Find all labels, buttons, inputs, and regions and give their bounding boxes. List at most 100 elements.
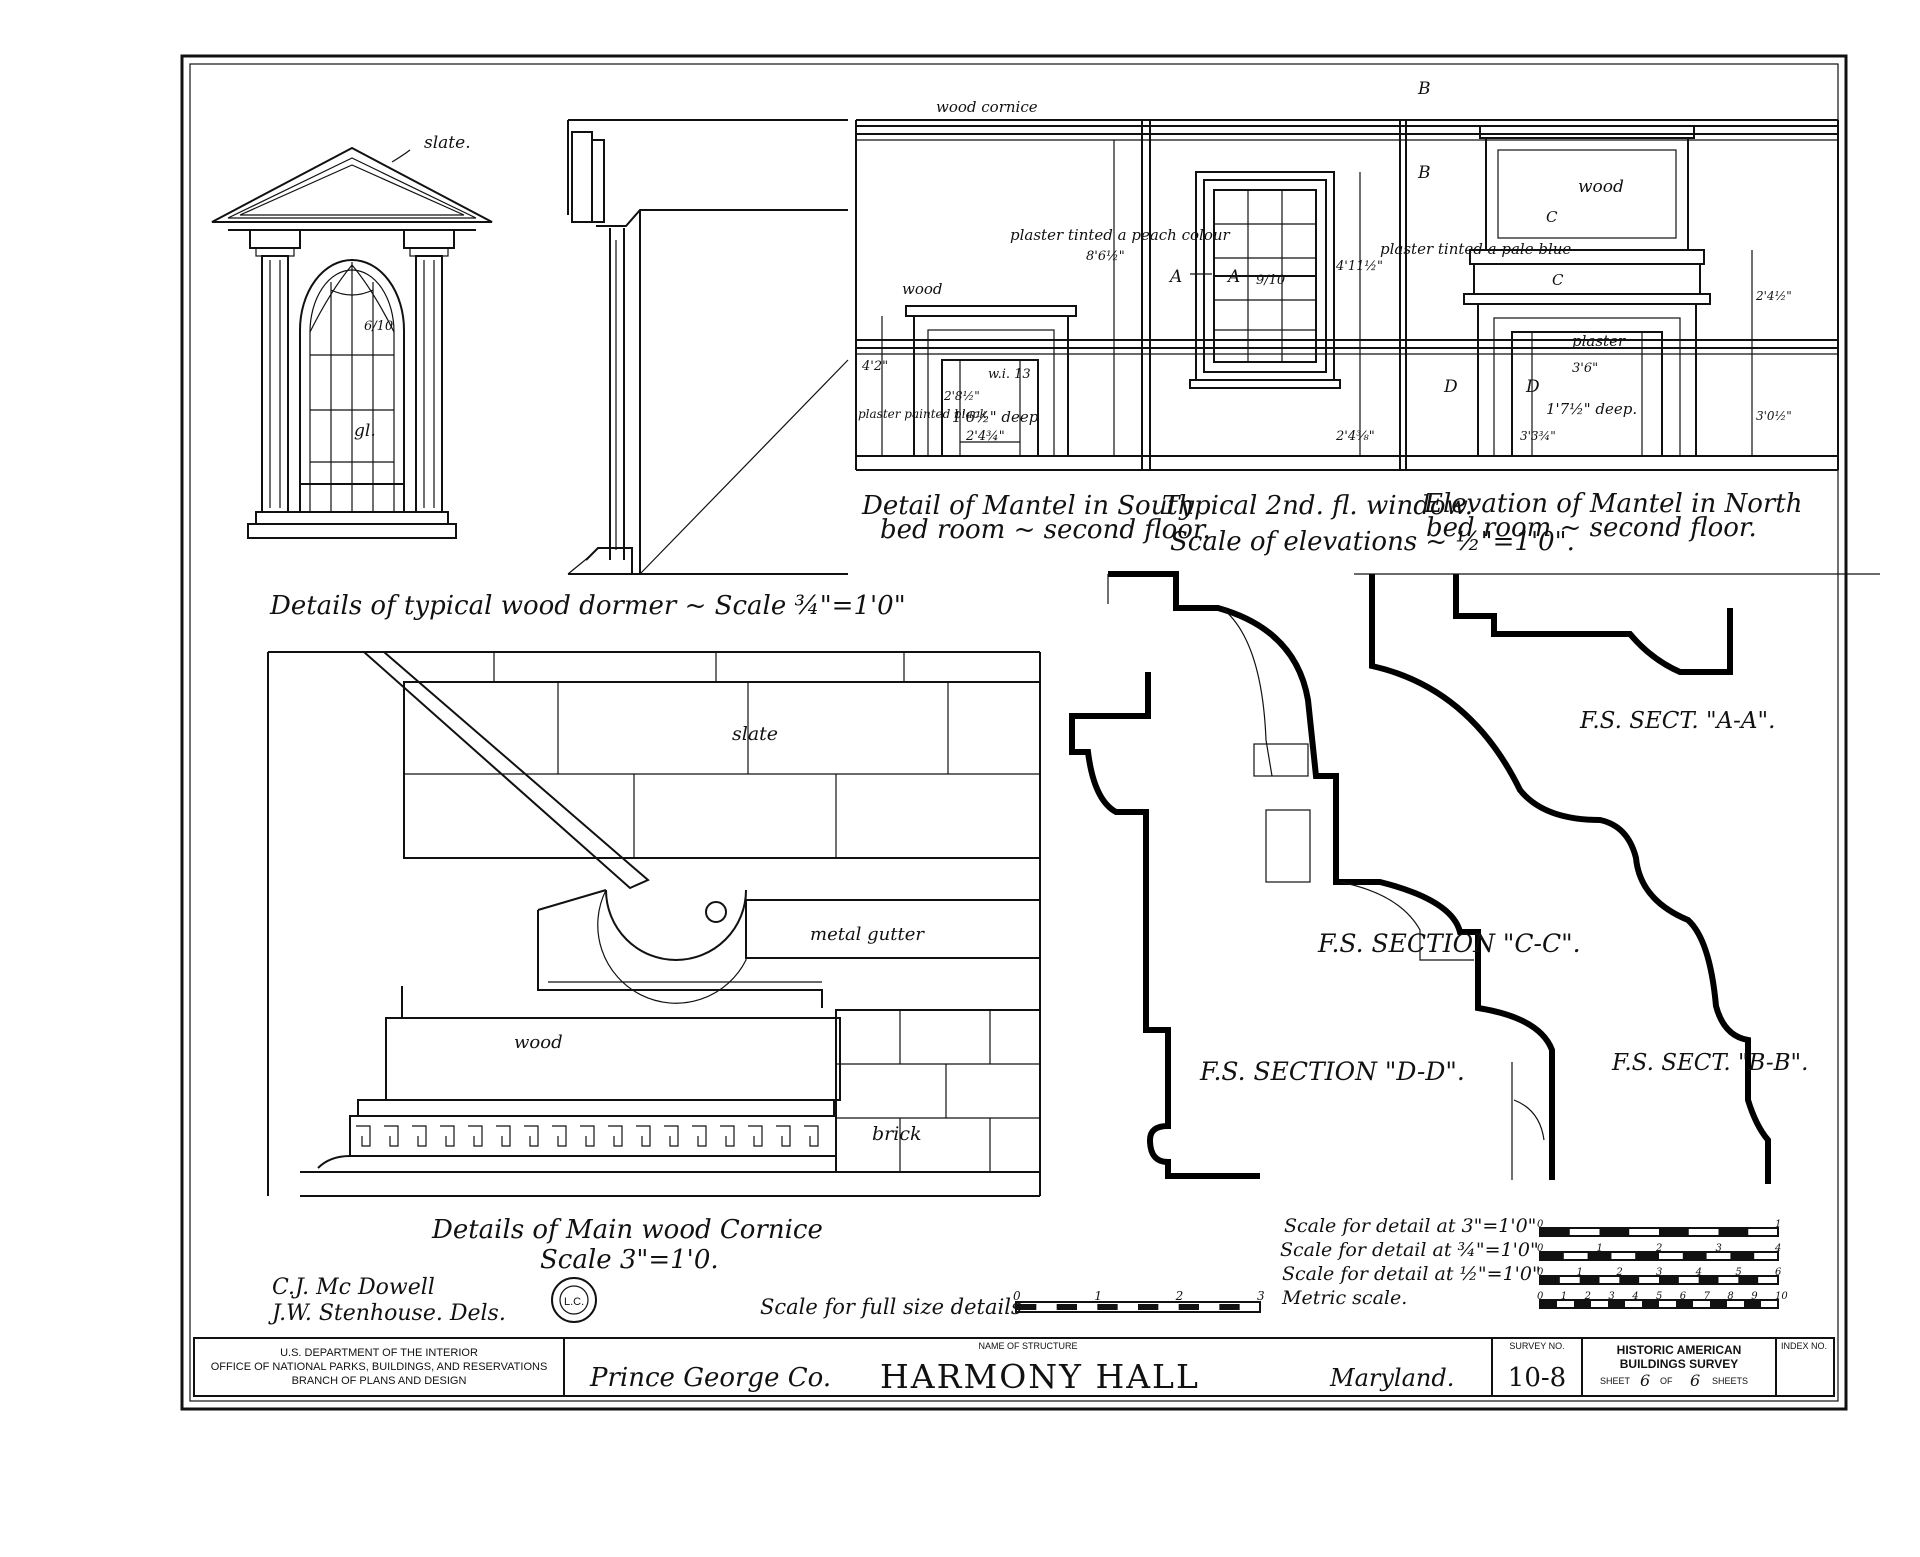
scale-segment (1540, 1276, 1560, 1284)
north-mark-b-top: B (1417, 79, 1431, 99)
scale-segment (1659, 1228, 1689, 1236)
south-dim-height-total: 8'6½" (1086, 249, 1125, 264)
scale-tick-label: 9 (1751, 1291, 1758, 1302)
full-scale-tick-label: 0 (1013, 1289, 1021, 1303)
scale-tick-label: 4 (1631, 1291, 1638, 1302)
scale-segment (1718, 1228, 1749, 1236)
south-dim-depth: 1'6½" deep (952, 408, 1039, 426)
section-dd-profile (1069, 672, 1260, 1179)
scale-tick-label: 1 (1561, 1291, 1567, 1302)
sheet-word: SHEET (1600, 1376, 1631, 1386)
scale-segment (1574, 1300, 1591, 1308)
scale-tick-label: 5 (1656, 1291, 1662, 1302)
title-block: U.S. DEPARTMENT OF THE INTERIOR OFFICE O… (193, 1337, 1835, 1397)
dept-line-2: OFFICE OF NATIONAL PARKS, BUILDINGS, AND… (211, 1361, 548, 1373)
name-of-structure-header: NAME OF STRUCTURE (979, 1341, 1078, 1351)
scale-tick-label: 3 (1716, 1243, 1722, 1254)
window-pane-count: 9/10 (1256, 273, 1285, 288)
section-cc-profile (1108, 571, 1555, 1180)
elevation-labels: wood cornice plaster tinted a peach colo… (858, 79, 1792, 444)
scale-segment (1682, 1252, 1707, 1260)
wood-cornice-label: wood cornice (936, 98, 1038, 116)
scale-tick-label: 0 (1537, 1219, 1544, 1230)
scale-tick-label: 1 (1597, 1243, 1603, 1254)
scale-tick-label: 3 (1656, 1267, 1662, 1278)
main-cornice-detail: slate metal gutter wood brick Details of… (267, 651, 1041, 1275)
north-dim-upper: 2'4½" (1755, 289, 1792, 303)
full-scale-tick-label: 2 (1175, 1289, 1184, 1303)
north-mark-c-lower: C (1552, 271, 1564, 289)
scale-label-34in: Scale for detail at ¾"=1'0" (1280, 1239, 1539, 1261)
dormer-caption: Details of typical wood dormer ~ Scale ¾… (269, 591, 906, 621)
window-dim-height: 4'11½" (1335, 259, 1383, 274)
scale-tick-label: 8 (1727, 1291, 1733, 1302)
cornice-wood-label: wood (514, 1032, 563, 1053)
section-dd-label: F.S. SECTION "D-D". (1199, 1057, 1465, 1086)
sheet-total: 6 (1690, 1371, 1700, 1390)
mantel-south-caption-2: bed room ~ second floor. (880, 515, 1211, 545)
scale-tick-label: 4 (1695, 1267, 1702, 1278)
plaster-peach-label: plaster tinted a peach colour (1010, 226, 1231, 244)
scale-tick-label: 0 (1537, 1267, 1544, 1278)
full-scale-segment (1056, 1304, 1077, 1310)
credit-line-2: J.W. Stenhouse. Dels. (268, 1301, 506, 1326)
scale-tick-label: 7 (1704, 1291, 1711, 1302)
scale-segment (1587, 1252, 1612, 1260)
elevation-strip (855, 119, 1839, 471)
scale-tick-label: 6 (1775, 1267, 1782, 1278)
full-scale-segment (1097, 1304, 1118, 1310)
window-caption-1: Typical 2nd. fl. window. (1162, 491, 1473, 521)
scale-label-metric: Metric scale. (1281, 1287, 1407, 1309)
scale-segment (1698, 1276, 1719, 1284)
dormer-section (567, 119, 849, 575)
dormer-elevation: slate. 6/10 gl. (211, 133, 493, 539)
scale-tick-label: 2 (1615, 1267, 1622, 1278)
south-dim-opening-height: 2'8½" (943, 389, 980, 403)
elevation-captions: Detail of Mantel in South bed room ~ sec… (269, 489, 1802, 621)
scale-segment (1738, 1276, 1759, 1284)
section-bb-profile (1369, 574, 1771, 1184)
scale-tick-label: 6 (1680, 1291, 1687, 1302)
plaster-blue-label: plaster tinted a pale blue (1380, 240, 1571, 258)
section-bb-label: F.S. SECT. "B-B". (1611, 1050, 1808, 1076)
scale-label-3in: Scale for detail at 3"=1'0" (1284, 1215, 1536, 1237)
full-scale-segment (1219, 1304, 1240, 1310)
full-scale-tick-label: 1 (1094, 1289, 1102, 1303)
scale-tick-label: 5 (1735, 1267, 1741, 1278)
full-size-scale-label: Scale for full size details (760, 1295, 1022, 1319)
fine-arts-seal (551, 1277, 597, 1323)
dept-line-1: U.S. DEPARTMENT OF THE INTERIOR (280, 1347, 478, 1359)
cornice-caption-2: Scale 3"=1'0. (540, 1245, 719, 1275)
scale-segment (1579, 1276, 1600, 1284)
cornice-caption-1: Details of Main wood Cornice (431, 1215, 823, 1245)
scale-segment (1540, 1300, 1557, 1308)
north-mark-c-upper: C (1546, 208, 1558, 226)
scale-segment (1744, 1300, 1761, 1308)
full-scale-segment (1178, 1304, 1199, 1310)
scale-segment (1642, 1300, 1659, 1308)
dormer-slate-label: slate. (424, 133, 471, 153)
credit-line-1: C.J. Mc Dowell (272, 1275, 435, 1300)
cornice-slate-label: slate (732, 723, 778, 745)
south-dim-wi: w.i. 13 (988, 367, 1031, 382)
habs-line-2: BUILDINGS SURVEY (1620, 1357, 1738, 1371)
window-dim-sill: 2'4⅜" (1335, 429, 1375, 444)
scale-segment (1540, 1228, 1570, 1236)
north-wood-label: wood (1578, 177, 1624, 197)
full-size-sections: F.S. SECTION "C-C". F.S. SECTION "D-D". … (1069, 571, 1880, 1184)
window-caption-2: Scale of elevations ~ ½"=1'0". (1170, 527, 1575, 557)
scale-tick-label: 1 (1775, 1219, 1781, 1230)
window-mark-a-outer: A (1168, 267, 1182, 287)
survey-no-header: SURVEY NO. (1509, 1341, 1564, 1351)
survey-no-value: 10-8 (1508, 1363, 1566, 1393)
index-no-header: INDEX NO. (1781, 1341, 1827, 1351)
habs-line-1: HISTORIC AMERICAN (1617, 1343, 1742, 1357)
north-mark-d-inner: D (1525, 377, 1540, 397)
scale-tick-label: 4 (1774, 1243, 1781, 1254)
scale-tick-label: 3 (1608, 1291, 1614, 1302)
scale-segment (1635, 1252, 1659, 1260)
of-word: OF (1660, 1376, 1673, 1386)
